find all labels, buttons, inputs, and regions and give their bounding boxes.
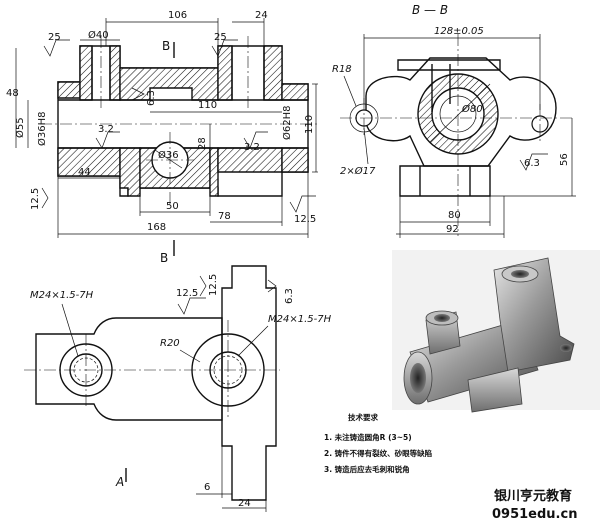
top-roughness-63: 6.3 xyxy=(267,279,295,304)
thread-left-label: M24×1.5-7H xyxy=(30,290,94,301)
svg-text:6.3: 6.3 xyxy=(284,288,295,304)
svg-text:12.5: 12.5 xyxy=(176,288,198,299)
roughness-r4: 3.2 xyxy=(95,124,120,149)
dim-o62h8: Ø62H8 xyxy=(281,106,293,140)
thread-right-label: M24×1.5-7H xyxy=(268,314,332,325)
tech-req-title: 技术要求 xyxy=(348,412,378,422)
bb-dim-2xo17: 2×Ø17 xyxy=(340,165,376,177)
svg-text:3.2: 3.2 xyxy=(98,124,114,135)
bb-section-view: B — B 128±0.05 R18 Ø80 2×Ø17 xyxy=(332,3,576,238)
svg-text:3.2: 3.2 xyxy=(244,142,260,153)
dim-o36-hole: Ø36 xyxy=(158,149,179,161)
top-roughness-125: 12.5 xyxy=(199,274,219,297)
bb-dim-128: 128±0.05 xyxy=(434,26,484,37)
section-mark-b-bottom: B xyxy=(160,251,168,265)
view-mark-a: A xyxy=(115,475,124,489)
roughness-r7: 12.5 xyxy=(289,195,316,225)
watermark-line2: 0951edu.cn xyxy=(492,507,577,522)
svg-text:6.3: 6.3 xyxy=(146,90,157,106)
dim-48: 48 xyxy=(6,88,19,99)
front-section-view: B B 106 24 Ø40 48 Ø55 Ø36H8 44 110 28 Ø3… xyxy=(6,10,318,265)
dim-24: 24 xyxy=(255,10,268,21)
top-view: M24×1.5-7H M24×1.5-7H R20 12.5 12.5 6.3 … xyxy=(24,265,332,512)
watermark-line1: 银川亨元教育 xyxy=(494,488,572,504)
svg-text:12.5: 12.5 xyxy=(208,274,219,296)
dim-28: 28 xyxy=(197,137,208,150)
roughness-r5: 3.2 xyxy=(243,131,268,153)
dim-o36h8: Ø36H8 xyxy=(36,112,48,146)
roughness-r1: 25 xyxy=(43,32,70,57)
bb-dim-92: 92 xyxy=(446,224,459,235)
dim-24-bottom: 24 xyxy=(238,498,251,509)
technical-requirements: 技术要求 1. 未注铸造圆角R (3~5) 2. 铸件不得有裂纹、砂眼等缺陷 3… xyxy=(324,412,432,474)
dim-50: 50 xyxy=(166,201,179,212)
tech-req-item-3: 3. 铸造后应去毛刺和锐角 xyxy=(324,464,410,474)
dim-o55: Ø55 xyxy=(14,117,26,138)
tech-req-item-2: 2. 铸件不得有裂纹、砂眼等缺陷 xyxy=(324,448,432,458)
dim-78: 78 xyxy=(218,211,231,222)
dim-106: 106 xyxy=(168,10,187,21)
dim-o40: Ø40 xyxy=(88,29,109,41)
bb-dim-o80: Ø80 xyxy=(461,103,483,115)
svg-text:6.3: 6.3 xyxy=(524,158,540,169)
bb-dim-r18: R18 xyxy=(332,64,352,75)
dim-110: 110 xyxy=(198,100,217,111)
bb-roughness-63: 6.3 xyxy=(519,153,548,171)
roughness-r6: 12.5 xyxy=(30,188,49,210)
dim-110-height: 110 xyxy=(304,115,315,134)
dim-r20: R20 xyxy=(160,338,180,349)
dim-44: 44 xyxy=(78,167,91,178)
bb-dim-56: 56 xyxy=(559,153,570,166)
svg-text:12.5: 12.5 xyxy=(30,188,41,210)
top-roughness-125b: 12.5 xyxy=(176,288,206,315)
dim-168: 168 xyxy=(147,222,166,233)
isometric-render xyxy=(392,250,600,413)
svg-text:25: 25 xyxy=(214,32,227,43)
dim-6: 6 xyxy=(204,482,210,493)
bb-view-title: B — B xyxy=(412,3,448,17)
roughness-r3: 6.3 xyxy=(131,87,157,106)
svg-text:25: 25 xyxy=(48,32,61,43)
svg-text:12.5: 12.5 xyxy=(294,214,316,225)
watermark: 银川亨元教育 0951edu.cn xyxy=(492,488,577,522)
roughness-r2: 25 xyxy=(211,32,238,57)
bb-dim-80: 80 xyxy=(448,210,461,221)
tech-req-item-1: 1. 未注铸造圆角R (3~5) xyxy=(324,432,412,442)
section-mark-b-top: B xyxy=(162,39,170,53)
